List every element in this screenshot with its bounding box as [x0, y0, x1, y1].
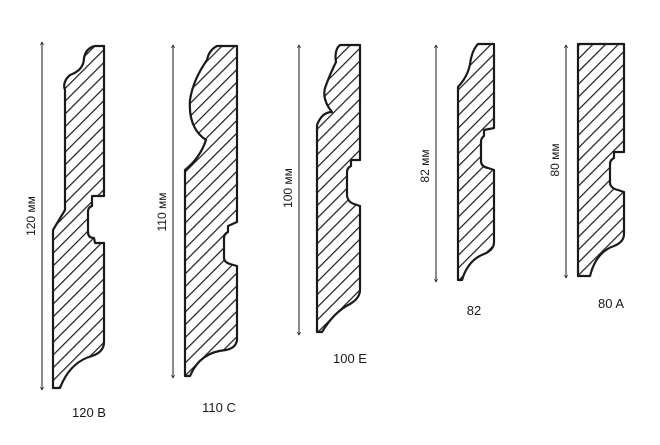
profile-name-100e: 100 E: [333, 351, 367, 366]
profile-name-110c: 110 C: [202, 400, 236, 415]
profile-shape-120b: [51, 44, 106, 390]
dimension-label-80a: 80 мм: [548, 143, 562, 176]
profile-120b: 120 мм 120 B: [24, 42, 106, 420]
profile-name-80a: 80 A: [598, 296, 624, 311]
profile-shape-100e: [315, 43, 362, 334]
profile-110c: 110 мм 110 C: [155, 44, 239, 415]
profile-shape-110c: [183, 44, 239, 378]
profile-shape-82: [456, 42, 496, 282]
dimension-label-100e: 100 мм: [281, 168, 295, 208]
profile-100e: 100 мм 100 E: [281, 43, 367, 366]
profile-82: 82 мм 82: [418, 42, 496, 318]
profile-shape-80a: [576, 42, 626, 278]
dimension-label-82: 82 мм: [418, 149, 432, 182]
profile-name-120b: 120 B: [72, 405, 106, 420]
profile-80a: 80 мм 80 A: [548, 42, 626, 311]
dimension-label-110c: 110 мм: [155, 193, 169, 232]
dimension-label-120b: 120 мм: [24, 196, 38, 236]
profile-name-82: 82: [467, 303, 481, 318]
